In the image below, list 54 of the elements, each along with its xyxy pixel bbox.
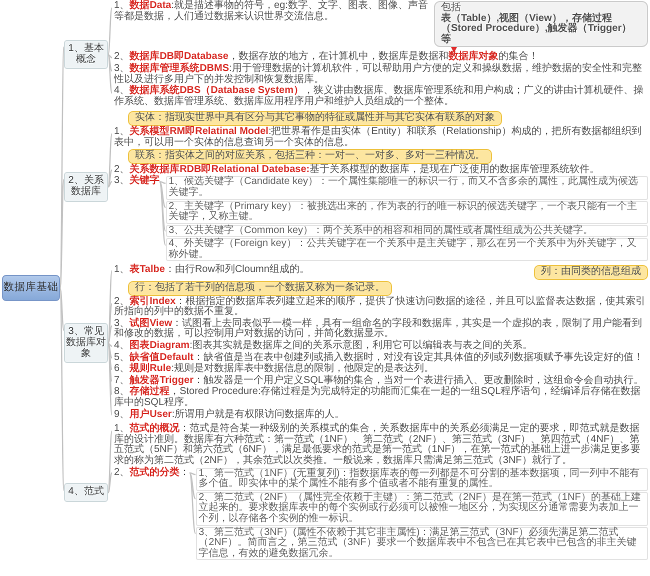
- callout-bubble: 联系：指实体之间的对应关系，包括三种：一对一、一对多、多对一三种情况。: [128, 149, 492, 164]
- item-text: 8、存储过程，Stored Procedure:存储过程是为完成特定的功能而汇集在一起的一组SQL程序语句，经编译后存储在数据库中的SQL程序。: [114, 387, 642, 408]
- note-callout: [434, 1, 648, 48]
- item-text: 3、数据库管理系统DBMS:用于管理数据的计算机软件，可以帮助用户方便的定义和操纵数据，维护数据的安全性和完整性以及进行多用户下的并发控制和恢复数据库。: [114, 64, 643, 85]
- item-text: 9、用户User:所谓用户就是有权限访问数据库的人。: [114, 410, 346, 420]
- item-text: 2、第二范式（2NF）（属性完全依赖于主键）：第二范式（2NF）是在第一范式（1NF）的基础上建立起来的。要求数据库表中的每个实例或行必须可以被惟一地区分，为实现区分通常需要为表加上一个列，以存储各个实例的惟一标识。: [198, 492, 642, 525]
- branch-line: [108, 181, 112, 188]
- branch-line: [189, 472, 196, 534]
- callout-bubble: 行：包括了若干列的信息项，一个数据又称为一条记录。: [128, 281, 392, 296]
- item-text: 1、范式的概况：范式是符合某一种级别的关系模式的集合，关系数据库中的关系必须满足一定的要求，即范式就是数据库的设计准则。数据库有六种范式：第一范式（1NF）、第二范式（2NF）、第三范式（3NF）、第四范式（4NF）、第五范式（5NF）和第六范式（6NF），满足最低要求的范式是第一范式（1NF），在第一范式的基础上进一步满足更多要求的称为第二范式（2NF），其余范式以次类推。一般说来，数据库只需满足第三范式（3NF）就行了。: [114, 424, 642, 466]
- root-box: 数据库基础: [2, 275, 60, 301]
- item-text: 3、公共关键字（Common key）：两个关系中的相容和相同的属性或者属性组成为公共关键字。: [168, 226, 594, 236]
- dashed-arrow: [451, 46, 457, 53]
- item-text: 4、外关键字（Foreign key）：公共关键字在一个关系中是主关键字，那么在另一个关系中为外关键字，又称外键。: [168, 239, 638, 260]
- branch-line: [108, 342, 112, 358]
- item-text: 1、第一范式（1NF）(无重复列)：指数据库表的每一列都是不可分割的基本数据项，同一列中不能有多个值。即实体中的某个属性不能有多个值或者不能有重复的属性。: [198, 468, 641, 490]
- branch-line: [107, 54, 113, 72]
- item-text: 3、第三范式（3NF）(属性不依赖于其它非主属性)：满足第三范式（3NF）必须先满足第二范式（2NF）。简而言之，第三范式（3NF）要求一个数据库表中不包含已在其它表中已包含的非主关键字信息，有效的避免数据冗余。: [198, 528, 638, 560]
- item-text: 3、试图View：试图看上去同表似乎一模一样，具有一组命名的字段和数据库，其实是一个虚拟的表，限制了用户能看到和修改的数据，可以控制用户对数据的访问，并简化数据显示。: [114, 318, 644, 340]
- item-text: 2、数据库DB即Database，数据存放的地方，在计算机中，数据库是数据和数据库对象的集合！: [114, 52, 540, 62]
- note-heading: 包括: [441, 3, 462, 13]
- item-text: 4、图表Diagram:图表其实就是数据库之间的关系示意图，利用它可以编辑表与表之间的关系。: [114, 341, 534, 352]
- branch-line: [107, 472, 113, 494]
- item-text: 2、索引Index：根据指定的数据库表列建立起来的顺序，提供了快速访问数据的途径，并且可以监督表达数据，使其索引所指向的列中的数据不重复。: [114, 296, 647, 318]
- branch-line: [107, 134, 113, 188]
- callout-bubble: 实体：指现实世界中具有区分与其它事物的特征或属性并与其它实体有联系的对象: [128, 111, 502, 126]
- item-text: 1、表Talbe：由行Row和列Cloumn组成的。: [114, 265, 310, 276]
- branch-line: [159, 181, 166, 208]
- branch-line: [107, 8, 113, 55]
- item-text: 7、触发器Trigger：触发器是一个用户定义SQL事物的集合，当对一个表进行插入、更改删除时，这组命令会自动执行。: [114, 376, 644, 386]
- item-text: 1、候选关键字（Candidate key）：一个属性集能唯一的标识一行，而又不含多余的属性，此属性成为候选关键字。: [168, 177, 640, 198]
- branch-line: [159, 181, 166, 246]
- branch-label: 3、关键字: [114, 176, 160, 187]
- item-text: 1、关系模型RM即Relatinal Model:把世界看作是由实体（Entity）和联系（Relationship）构成的，把所有数据都组织到表中，可以用一个实体的信息查询另一个实体的信息。: [114, 126, 642, 148]
- branch-line: [189, 472, 196, 500]
- topic-box: 1、基本概念: [64, 40, 108, 70]
- topic-box: 4、范式: [64, 483, 108, 502]
- topic-box: 3、常见数据库对象: [64, 323, 108, 364]
- item-text: 2、关系数据库RDB即Relational Datebase:基于关系模型的数据库，是现在广泛使用的数据库管理系统软件。: [114, 164, 601, 175]
- item-text: 6、规则Rule:规则是对数据库表中数据信息的限制，他限定的是表达列。: [114, 364, 436, 374]
- branch-line: [59, 288, 65, 331]
- branch-label: 2、范式的分类：: [114, 468, 190, 478]
- note-text: 表（Table）,视图（View），存储过程（Stored Procedure）,触发器（Trigger）等: [441, 14, 633, 46]
- item-text: 2、主关键字（Primary key）：被挑选出来的，作为表的行的唯一标识的候选关键字，一个表只能有一个主关键字，又称主键。: [168, 202, 638, 223]
- branch-line: [59, 179, 65, 288]
- branch-line: [190, 472, 196, 476]
- branch-line: [107, 170, 113, 188]
- branch-line: [107, 325, 113, 344]
- branch-line: [159, 181, 166, 232]
- item-text: 5、缺省值Default：缺省值是当在表中创建列或插入数据时，对没有设定其具体值的列或列数据项赋予事先设定好的值！: [114, 352, 644, 363]
- callout-bubble: 列：由同类的信息组成: [534, 265, 648, 280]
- item-text: 4、数据库系统DBS（Database System），狭义讲由数据库、数据库管理系统和用户构成；广义的讲由计算机硬件、操作系统、数据库管理系统、数据库应用程序用户和维护人员组成的一个整体。: [114, 86, 644, 108]
- branch-line: [160, 180, 166, 184]
- topic-box: 2、关系数据库: [64, 172, 108, 202]
